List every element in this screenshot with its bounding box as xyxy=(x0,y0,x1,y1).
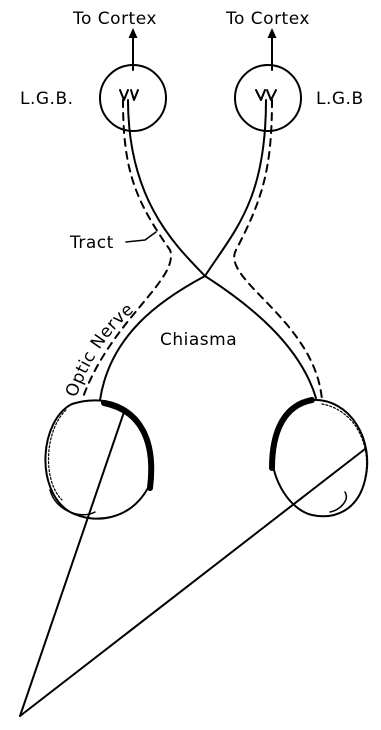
lgb-right-circle xyxy=(235,65,301,131)
to-cortex-left-label: To Cortex xyxy=(72,9,157,29)
fiber-left-lgb-to-right-eye xyxy=(128,100,316,398)
arrow-up-left-icon xyxy=(129,28,138,70)
chiasma-label: Chiasma xyxy=(160,330,237,350)
synapse-right-icon xyxy=(256,90,276,100)
line-of-sight-right xyxy=(20,449,365,716)
tract-leader-line xyxy=(126,232,156,242)
left-retina-nasal xyxy=(104,403,151,488)
left-eye xyxy=(45,400,151,518)
synapse-left-icon xyxy=(120,90,138,100)
optic-nerve-label: Optic Nerve xyxy=(62,299,138,399)
line-of-sight-left xyxy=(20,412,124,716)
lgb-right-label: L.G.B xyxy=(316,89,364,109)
to-cortex-right-label: To Cortex xyxy=(225,9,310,29)
tract-label: Tract xyxy=(69,233,114,253)
lgb-left-label: L.G.B. xyxy=(20,89,74,109)
fiber-right-temporal-dashed xyxy=(234,100,322,400)
right-retina-temporal xyxy=(272,400,312,468)
arrow-up-right-icon xyxy=(268,28,277,70)
